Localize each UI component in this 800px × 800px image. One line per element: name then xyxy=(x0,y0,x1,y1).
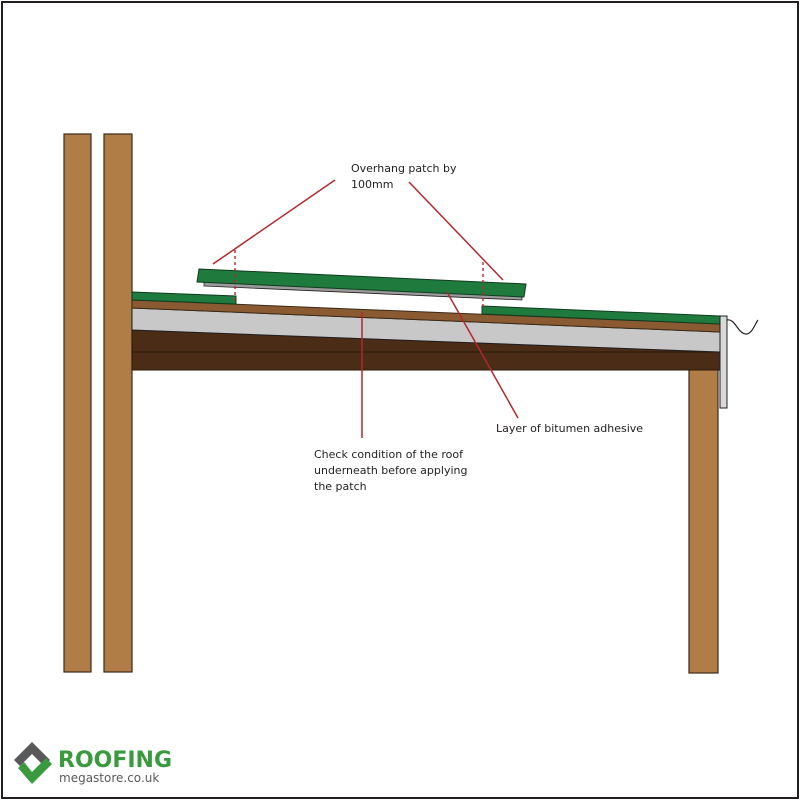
label-overhang-line1: Overhang patch by xyxy=(351,162,457,175)
logo-wordmark: ROOFING xyxy=(58,748,172,773)
leader-overhang-left xyxy=(212,179,336,265)
label-check: Check condition of the roof underneath b… xyxy=(314,448,471,493)
wall-post-right xyxy=(103,133,133,673)
wall-post-left xyxy=(63,133,92,673)
label-check-line3: the patch xyxy=(314,480,367,493)
label-overhang-line2: 100mm xyxy=(351,178,393,191)
house-check-icon xyxy=(14,742,52,784)
leader-overhang-right xyxy=(408,181,504,281)
label-adhesive: Layer of bitumen adhesive xyxy=(496,422,643,435)
drip-edge xyxy=(726,319,759,335)
roofing-megastore-logo: ROOFING megastore.co.uk xyxy=(14,742,172,785)
label-overhang: Overhang patch by 100mm xyxy=(351,162,460,191)
roof-felt-left xyxy=(131,291,237,305)
label-check-line1: Check condition of the roof xyxy=(314,448,464,461)
edge-trim xyxy=(719,315,728,409)
leader-adhesive xyxy=(446,291,519,419)
felt-patch xyxy=(196,268,527,298)
logo-domain: megastore.co.uk xyxy=(59,771,159,785)
label-adhesive-line1: Layer of bitumen adhesive xyxy=(496,422,643,435)
support-post xyxy=(688,367,719,674)
label-check-line2: underneath before applying xyxy=(314,464,467,477)
